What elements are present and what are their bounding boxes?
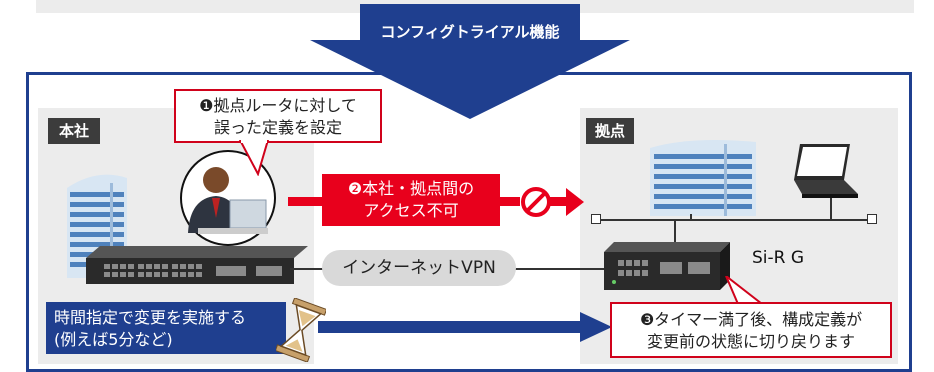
laptop-icon <box>794 144 858 198</box>
callout-wrong-config-line2: 誤った定義を設定 <box>213 118 342 137</box>
operator-icon <box>180 150 276 246</box>
lan-endpoint-right <box>867 214 877 224</box>
lan-drop-building <box>690 214 692 220</box>
lan-drop-laptop <box>830 198 832 220</box>
timer-box-line2: (例えば5分など) <box>54 330 173 349</box>
callout-rollback: ❸タイマー満了後、構成定義が 変更前の状態に切り戻ります <box>610 302 892 358</box>
callout-wrong-config-line1: ❶拠点ルータに対して <box>199 96 357 115</box>
timer-box: 時間指定で変更を実施する (例えば5分など) <box>46 302 286 354</box>
hq-router-icon <box>86 246 308 284</box>
callout-access-denied-line1: ❷本社・拠点間の <box>347 179 475 198</box>
no-entry-icon <box>500 187 584 217</box>
hourglass-icon <box>276 298 326 362</box>
lan-drop-router <box>674 220 676 246</box>
callout-rollback-line1: ❸タイマー満了後、構成定義が <box>639 310 863 329</box>
callout-rollback-line2: 変更前の状態に切り戻ります <box>646 332 855 351</box>
branch-tag: 拠点 <box>586 118 634 144</box>
lan-line <box>596 219 872 221</box>
blocked-link-left <box>288 197 324 206</box>
timer-box-line1: 時間指定で変更を実施する <box>54 308 247 327</box>
branch-building-icon <box>650 140 756 216</box>
trial-arrow <box>310 4 630 119</box>
callout-access-denied-line2: アクセス不可 <box>363 201 459 220</box>
timer-arrow <box>318 312 612 342</box>
callout-pointer <box>238 140 270 176</box>
device-label: Si-R G <box>752 248 805 268</box>
vpn-label: インターネットVPN <box>322 250 516 286</box>
branch-router-icon <box>604 242 730 290</box>
callout-access-denied: ❷本社・拠点間の アクセス不可 <box>322 174 500 226</box>
hq-tag: 本社 <box>48 118 100 144</box>
lan-endpoint-left <box>591 214 601 224</box>
banner-title: コンフィグトライアル機能 <box>380 23 560 41</box>
callout-wrong-config: ❶拠点ルータに対して 誤った定義を設定 <box>174 89 382 143</box>
